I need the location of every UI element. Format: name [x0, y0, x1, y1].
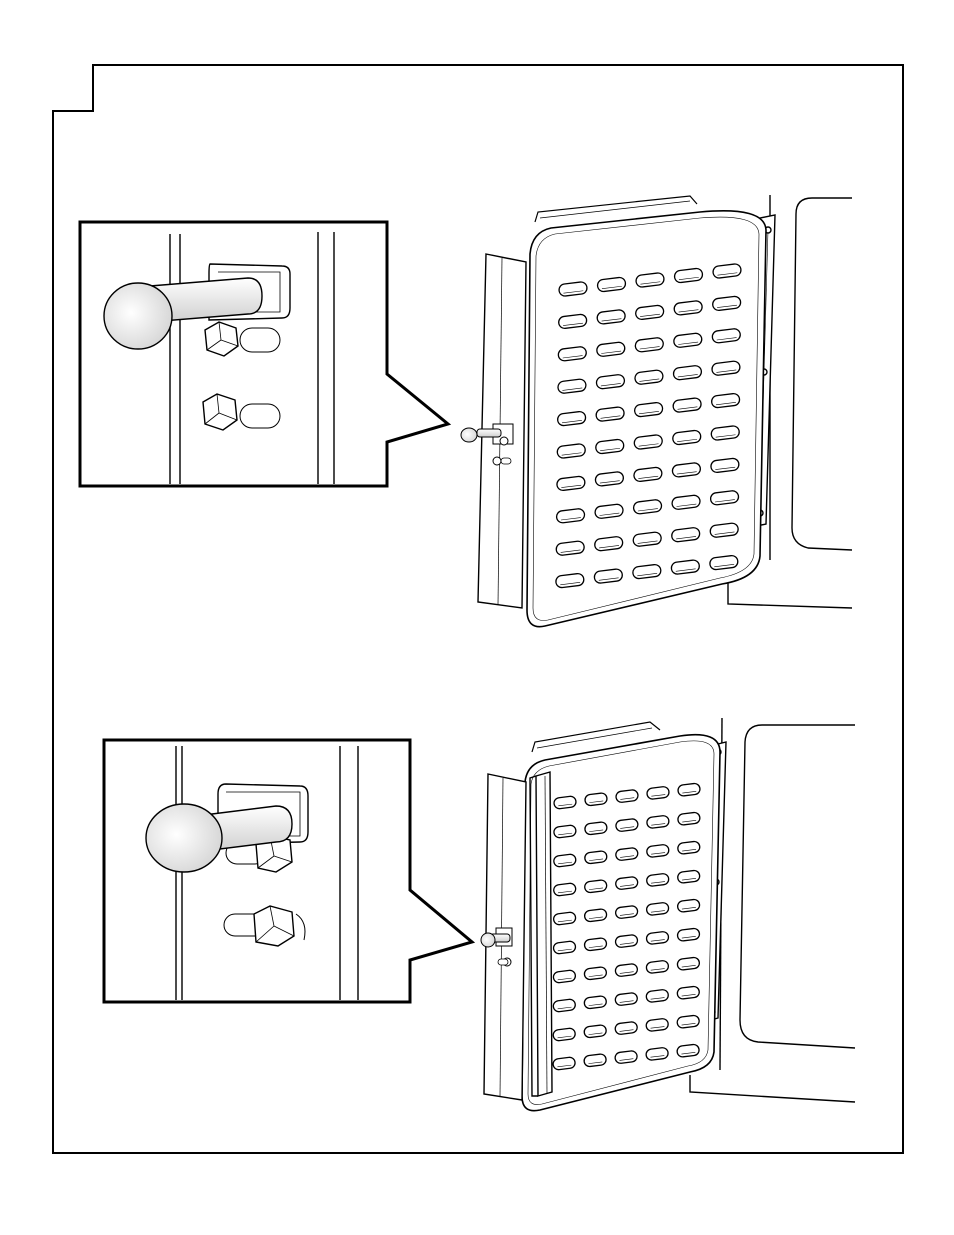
louver-slot: [646, 1047, 669, 1061]
louver-slot: [615, 876, 638, 890]
louver-slot: [584, 822, 607, 836]
louver-slot: [677, 870, 700, 884]
louver-slot: [646, 960, 669, 974]
louver-slot: [646, 815, 669, 829]
louver-slot: [553, 1028, 576, 1042]
louver-slot: [584, 851, 607, 865]
louver-slot: [615, 818, 638, 832]
louver-slot: [584, 1025, 607, 1039]
louver-slot: [646, 989, 669, 1003]
louver-slot: [553, 854, 576, 868]
louver-slot: [677, 928, 700, 942]
louver-slot: [615, 905, 638, 919]
detail-callout-top: [80, 222, 448, 486]
louver-slot: [553, 796, 576, 810]
detail-callout-bottom: [104, 740, 472, 1002]
louver-slot: [553, 970, 576, 984]
louver-slot: [553, 912, 576, 926]
louver-slot: [584, 967, 607, 981]
latch-knob-icon: [104, 283, 172, 349]
louver-slot: [677, 783, 700, 797]
louver-slot: [553, 941, 576, 955]
louver-slot: [584, 996, 607, 1010]
louver-slot: [677, 1044, 700, 1058]
bottom-illustration: [104, 718, 855, 1111]
louver-slot: [615, 1021, 638, 1035]
louver-slot: [615, 847, 638, 861]
louver-slot: [553, 883, 576, 897]
louver-slot: [646, 1018, 669, 1032]
louver-slot: [615, 1050, 638, 1064]
louver-slot: [646, 844, 669, 858]
louver-slot: [615, 963, 638, 977]
top-illustration: [80, 195, 852, 627]
louver-slot: [677, 1015, 700, 1029]
louver-slot: [584, 793, 607, 807]
louver-slot: [646, 902, 669, 916]
louver-slot: [646, 786, 669, 800]
louver-slot: [584, 880, 607, 894]
louver-slot: [553, 1057, 576, 1071]
louver-slot: [677, 812, 700, 826]
louver-slot: [615, 934, 638, 948]
louver-slot: [677, 957, 700, 971]
louver-slot: [677, 899, 700, 913]
louver-slot: [584, 1054, 607, 1068]
louver-slot: [615, 992, 638, 1006]
louver-slot: [646, 873, 669, 887]
louver-slot: [584, 909, 607, 923]
louver-slot: [584, 938, 607, 952]
louver-slot: [677, 986, 700, 1000]
louver-slot: [677, 841, 700, 855]
louver-slot: [553, 999, 576, 1013]
louver-slot: [615, 789, 638, 803]
louver-slot: [646, 931, 669, 945]
louver-slot: [553, 825, 576, 839]
latch-knob-icon: [146, 804, 222, 872]
